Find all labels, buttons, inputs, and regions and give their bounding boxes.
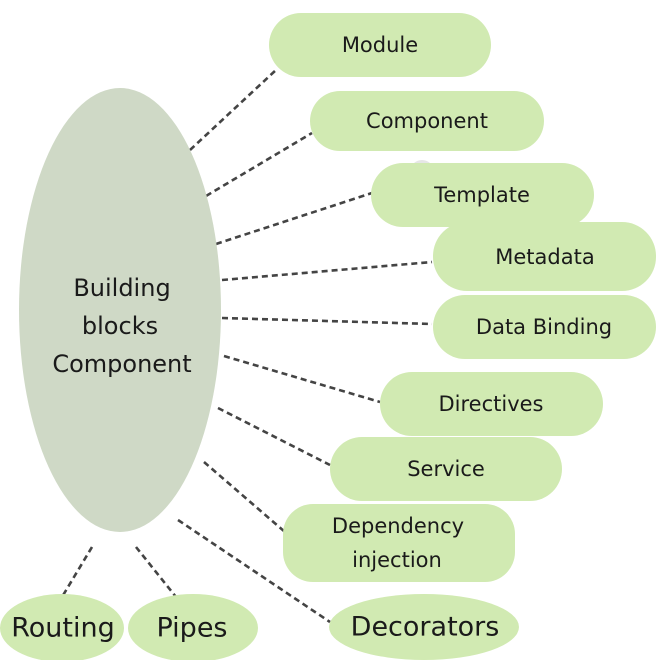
connector-decorators: [177, 518, 331, 624]
node-component[interactable]: Component: [310, 91, 544, 151]
connector-template: [215, 191, 373, 246]
node-routing[interactable]: Routing: [0, 594, 124, 660]
connector-routing: [60, 546, 94, 598]
center-node-shape: [19, 88, 221, 532]
node-metadata[interactable]: Metadata: [433, 222, 656, 291]
connector-metadata: [221, 260, 433, 282]
node-template-label: Template: [433, 183, 530, 207]
node-dependency-injection[interactable]: Dependency injection: [283, 504, 515, 582]
center-label-line-3: Component: [52, 350, 191, 378]
node-service[interactable]: Service: [330, 437, 562, 501]
center-label-line-2: blocks: [82, 312, 158, 340]
node-directives[interactable]: Directives: [380, 372, 603, 436]
connector-dependency-injection: [203, 461, 286, 533]
connector-data-binding: [221, 316, 433, 326]
node-component-label: Component: [366, 109, 488, 133]
connector-directives: [223, 354, 381, 404]
node-pipes-label: Pipes: [156, 613, 227, 644]
node-module-label: Module: [342, 33, 418, 57]
connector-component: [205, 131, 313, 198]
node-directives-label: Directives: [439, 392, 544, 416]
node-dependency-injection-label-line-1: Dependency: [332, 514, 464, 538]
node-data-binding-label: Data Binding: [476, 315, 612, 339]
connector-service: [217, 406, 331, 467]
node-data-binding[interactable]: Data Binding: [433, 295, 656, 359]
node-metadata-label: Metadata: [495, 245, 594, 269]
node-pipes[interactable]: Pipes: [128, 594, 258, 660]
center-label-line-1: Building: [73, 274, 170, 302]
center-node-label: Building blocks Component: [52, 274, 191, 378]
node-service-label: Service: [407, 457, 485, 481]
node-template[interactable]: Template: [371, 163, 594, 227]
node-decorators-label: Decorators: [351, 612, 500, 643]
node-dependency-injection-label-line-2: injection: [352, 548, 442, 572]
connectors: [60, 69, 433, 624]
connector-module: [189, 69, 277, 151]
node-decorators[interactable]: Decorators: [329, 594, 519, 660]
node-routing-label: Routing: [11, 613, 115, 644]
connector-pipes: [134, 546, 178, 598]
node-module[interactable]: Module: [269, 13, 491, 77]
